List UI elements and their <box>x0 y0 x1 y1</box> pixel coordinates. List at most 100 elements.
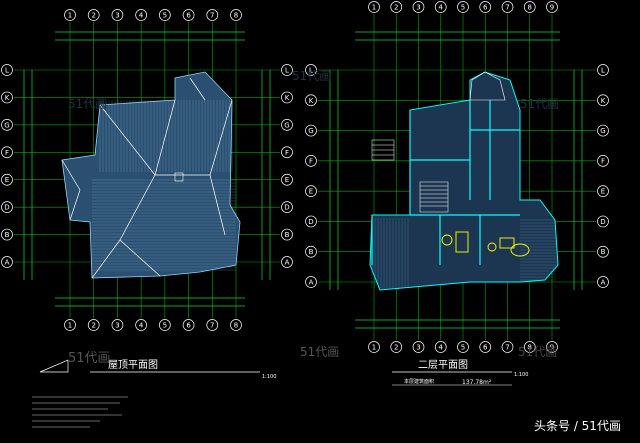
axis-bubble-right: B <box>597 245 609 258</box>
svg-text:1: 1 <box>68 322 72 330</box>
svg-text:5: 5 <box>461 4 465 12</box>
axis-bubble-left: B <box>1 228 13 241</box>
svg-text:4: 4 <box>139 12 144 20</box>
svg-text:F: F <box>601 157 605 165</box>
axis-bubble-top: 8 <box>230 9 242 21</box>
axis-bubble-left: D <box>1 201 13 213</box>
svg-text:6: 6 <box>186 12 191 20</box>
axis-bubble-left: E <box>305 185 317 197</box>
floor-watermark: 51代画 <box>518 345 557 359</box>
axis-bubble-left: G <box>1 119 13 131</box>
svg-text:1: 1 <box>372 4 376 12</box>
axis-bubble-left: K <box>1 91 13 104</box>
axis-bubble-top: 2 <box>87 9 100 21</box>
svg-text:K: K <box>601 97 606 105</box>
svg-text:2: 2 <box>394 344 398 352</box>
axis-bubble-top: 8 <box>523 1 536 13</box>
svg-text:A: A <box>309 279 314 287</box>
axis-bubble-right: L <box>597 64 609 76</box>
stair <box>419 181 449 213</box>
axis-bubble-left: A <box>305 276 317 288</box>
svg-text:L: L <box>5 67 9 75</box>
roof-outline <box>61 71 241 279</box>
svg-text:8: 8 <box>234 322 238 330</box>
svg-text:7: 7 <box>210 12 214 20</box>
svg-text:D: D <box>308 218 313 226</box>
floor-top-watermark: 51代画 <box>520 97 559 111</box>
axis-bubble-right: E <box>597 185 609 197</box>
axis-bubble-left: L <box>1 64 13 76</box>
axis-bubble-left: E <box>1 173 13 186</box>
axis-bubble-left: K <box>305 94 317 107</box>
svg-text:9: 9 <box>550 344 554 352</box>
svg-text:G: G <box>600 127 605 135</box>
floor-right-axis-bubbles: L K G F E D B A <box>597 64 609 288</box>
floor-dimension-lines <box>329 31 583 329</box>
sanitary-fixtures <box>441 231 530 257</box>
axis-bubble-top: 4 <box>135 9 147 21</box>
axis-bubble-bottom: 5 <box>159 319 171 331</box>
axis-bubble-bottom: 6 <box>479 341 492 353</box>
axis-bubble-left: F <box>305 155 317 167</box>
svg-text:4: 4 <box>139 322 144 330</box>
axis-bubble-bottom: 7 <box>501 341 514 353</box>
svg-text:7: 7 <box>505 344 509 352</box>
axis-bubble-right: B <box>281 228 293 241</box>
svg-text:9: 9 <box>550 4 554 12</box>
svg-text:3: 3 <box>115 322 119 330</box>
svg-text:L: L <box>601 67 605 75</box>
svg-text:1: 1 <box>372 344 376 352</box>
svg-text:K: K <box>285 94 290 102</box>
svg-text:B: B <box>5 231 10 239</box>
axis-bubble-left: A <box>1 256 13 268</box>
axis-bubble-right: G <box>597 124 609 137</box>
axis-bubble-right: E <box>281 173 293 186</box>
axis-bubble-right: D <box>597 215 609 228</box>
svg-text:D: D <box>4 204 9 212</box>
axis-bubble-left: F <box>1 146 13 159</box>
svg-text:B: B <box>285 231 290 239</box>
svg-text:E: E <box>601 188 605 196</box>
svg-text:E: E <box>5 176 9 184</box>
credit-text: 头条号 / 51代画 <box>534 419 621 433</box>
svg-text:B: B <box>309 248 314 256</box>
axis-bubble-top: 5 <box>457 1 469 13</box>
svg-text:A: A <box>601 279 606 287</box>
axis-bubble-right: K <box>597 94 609 107</box>
svg-text:6: 6 <box>483 4 488 12</box>
axis-bubble-right: A <box>597 276 609 288</box>
slope-triangle-icon <box>39 359 69 373</box>
floor-area-value: 137.78m² <box>462 379 492 386</box>
floor-building-outline <box>369 71 559 291</box>
svg-text:F: F <box>285 149 289 157</box>
svg-text:2: 2 <box>91 322 95 330</box>
axis-bubble-top: 1 <box>368 1 380 13</box>
svg-text:3: 3 <box>416 4 420 12</box>
svg-text:2: 2 <box>394 4 398 12</box>
svg-text:5: 5 <box>163 12 167 20</box>
floor-area-label: 本层建筑面积 <box>404 378 434 385</box>
svg-text:G: G <box>284 121 289 129</box>
svg-text:K: K <box>309 97 314 105</box>
svg-text:G: G <box>4 121 9 129</box>
axis-bubble-left: L <box>305 64 317 76</box>
axis-bubble-top: 7 <box>206 9 219 21</box>
svg-text:5: 5 <box>163 322 167 330</box>
svg-text:3: 3 <box>416 344 420 352</box>
mid-top-watermark: 51代画 <box>292 69 331 83</box>
floor-plan-scale: 1:100 <box>514 372 528 378</box>
axis-bubble-right: K <box>281 91 293 104</box>
axis-bubble-bottom: 1 <box>368 341 380 353</box>
axis-bubble-top: 2 <box>390 1 403 13</box>
axis-bubble-bottom: 4 <box>135 319 147 331</box>
axis-bubble-bottom: 3 <box>111 319 124 331</box>
axis-bubble-right: F <box>597 155 609 167</box>
svg-text:8: 8 <box>528 344 532 352</box>
svg-text:E: E <box>285 176 289 184</box>
svg-text:3: 3 <box>115 12 119 20</box>
svg-text:6: 6 <box>483 344 488 352</box>
axis-bubble-top: 5 <box>159 9 171 21</box>
